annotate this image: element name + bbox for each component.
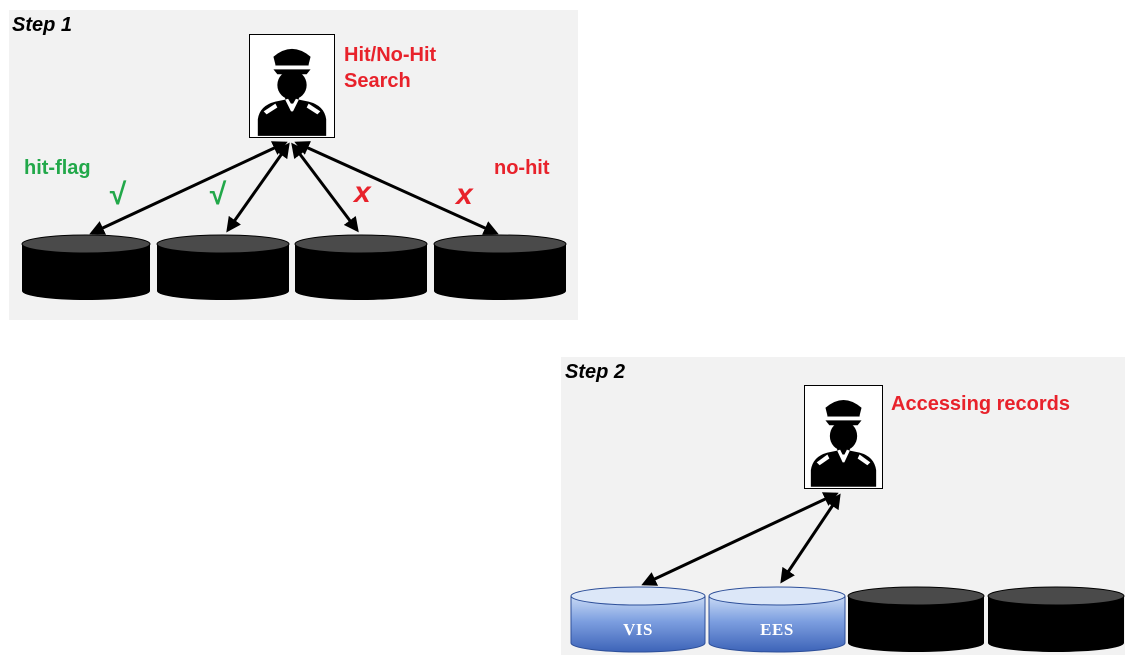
accessing-records-label: Accessing records <box>891 393 1070 415</box>
hit-flag-label: hit-flag <box>24 157 91 179</box>
step1-officer-box <box>249 34 335 138</box>
no-hit-cross-mark-2: x <box>456 178 473 211</box>
hit-nohit-search-label: Hit/No-Hit Search <box>344 42 436 94</box>
search-label-line1: Hit/No-Hit <box>344 44 437 66</box>
police-officer-icon <box>257 48 327 136</box>
police-officer-icon <box>810 399 877 487</box>
vis-database-label: VIS <box>623 620 653 639</box>
step2-officer-box <box>804 385 883 489</box>
hit-check-mark-1: √ <box>108 178 125 211</box>
step1-title: Step 1 <box>12 14 73 36</box>
search-label-line2: Search <box>344 70 411 92</box>
hit-check-mark-2: √ <box>208 178 225 211</box>
step2-title: Step 2 <box>565 361 626 383</box>
no-hit-label: no-hit <box>494 157 550 179</box>
ees-database-label: EES <box>760 620 794 639</box>
no-hit-cross-mark-1: x <box>354 176 371 209</box>
